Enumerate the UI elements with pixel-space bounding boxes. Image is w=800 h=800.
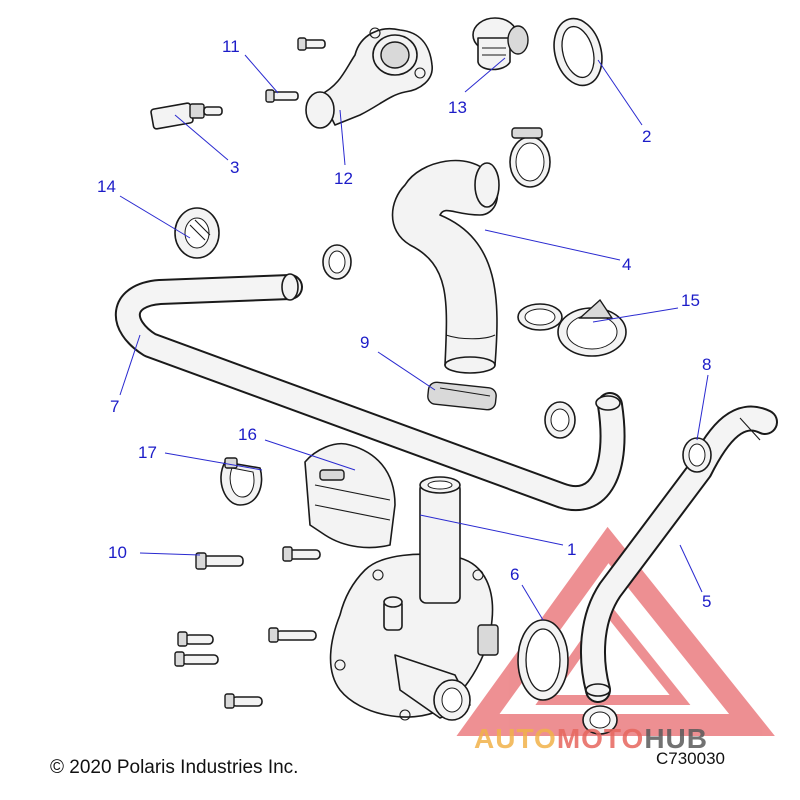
callout-12: 12 bbox=[334, 169, 353, 188]
callout-5: 5 bbox=[702, 592, 711, 611]
part-3-sensor bbox=[150, 102, 223, 130]
part-5-hose bbox=[580, 405, 778, 703]
part-1-water-pump bbox=[329, 476, 499, 721]
part-17-tie-strap bbox=[220, 457, 263, 506]
clamp-9 bbox=[427, 381, 497, 411]
clamp-bottom bbox=[582, 705, 618, 735]
part-13-thermostat bbox=[472, 17, 529, 71]
callout-15: 15 bbox=[681, 291, 700, 310]
clamp-15 bbox=[517, 298, 627, 357]
part-2-oring bbox=[553, 17, 603, 87]
copyright-text: © 2020 Polaris Industries Inc. bbox=[50, 757, 299, 778]
callout-16: 16 bbox=[238, 425, 257, 444]
part-16-boot bbox=[304, 443, 396, 549]
callout-14: 14 bbox=[97, 177, 116, 196]
clamp-mid bbox=[544, 401, 576, 439]
callout-1: 1 bbox=[567, 540, 576, 559]
part-4-hose bbox=[391, 159, 500, 374]
callout-9: 9 bbox=[360, 333, 369, 352]
part-6-oring bbox=[517, 619, 569, 701]
callout-17: 17 bbox=[138, 443, 157, 462]
part-12-thermostat-housing bbox=[305, 27, 433, 129]
callout-10: 10 bbox=[108, 543, 127, 562]
part-7-hose bbox=[114, 273, 626, 512]
callout-2: 2 bbox=[642, 127, 651, 146]
clamp-small bbox=[322, 244, 352, 280]
callout-8: 8 bbox=[702, 355, 711, 374]
callout-labels: 1 2 3 4 5 6 7 8 9 10 11 12 13 14 15 16 1… bbox=[97, 37, 711, 611]
callout-7: 7 bbox=[110, 397, 119, 416]
svg-text:AUTOMOTOHUB: AUTOMOTOHUB bbox=[474, 723, 708, 754]
clamp-top bbox=[509, 127, 551, 188]
callout-3: 3 bbox=[230, 158, 239, 177]
callout-11: 11 bbox=[222, 37, 240, 56]
diagram-code: C730030 bbox=[656, 749, 726, 768]
callout-6: 6 bbox=[510, 565, 519, 584]
watermark-wordmark: AUTOMOTOHUB bbox=[474, 723, 708, 754]
callout-13: 13 bbox=[448, 98, 467, 117]
part-11-bolts bbox=[265, 37, 326, 103]
clamp-8 bbox=[682, 437, 712, 473]
callout-4: 4 bbox=[622, 255, 631, 274]
clamp-14 bbox=[174, 207, 220, 259]
leader-lines bbox=[119, 54, 709, 621]
part-10-bolts bbox=[174, 546, 321, 709]
